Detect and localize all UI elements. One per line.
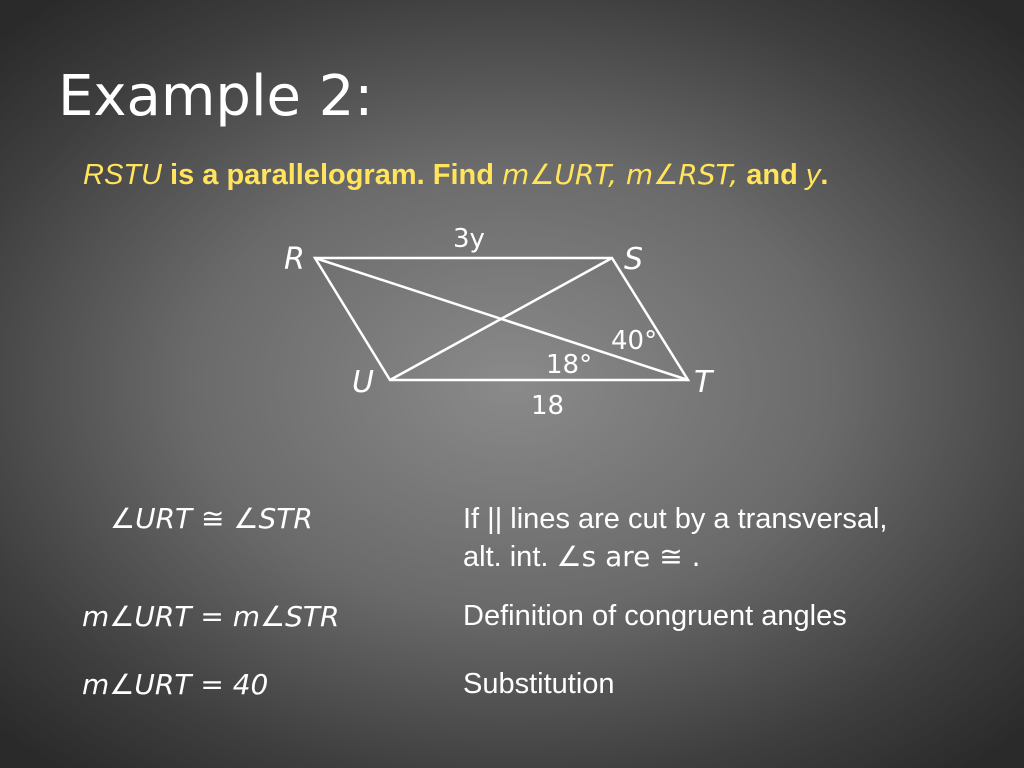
slide-title: Example 2: bbox=[58, 64, 374, 129]
problem-prompt: RSTU is a parallelogram. Find m∠URT, m∠R… bbox=[83, 158, 828, 192]
side-label-3y: 3y bbox=[453, 224, 485, 254]
proof-statement-2: m∠URT = m∠STR bbox=[82, 600, 340, 633]
proof-reason-1-line2: alt. int. ∠s are ≅ . bbox=[463, 540, 701, 574]
vertex-s-label: S bbox=[624, 242, 643, 277]
diagonal-us bbox=[389, 256, 613, 382]
prompt-end: . bbox=[820, 159, 829, 191]
prompt-and: and bbox=[738, 159, 806, 191]
proof-reason-3: Substitution bbox=[463, 668, 615, 700]
angle-label-40: 40° bbox=[611, 326, 657, 356]
vertex-u-label: U bbox=[352, 365, 374, 400]
prompt-figure-name: RSTU bbox=[83, 159, 162, 191]
angle-label-18: 18° bbox=[546, 350, 592, 380]
vertex-r-label: R bbox=[284, 242, 305, 277]
proof-reason-2: Definition of congruent angles bbox=[463, 600, 847, 632]
prompt-targets: m∠URT, m∠RST, bbox=[502, 158, 739, 191]
prompt-var: y bbox=[805, 159, 821, 191]
vertex-t-label: T bbox=[694, 365, 715, 400]
parallelogram-figure: R S T U 3y 18 40° 18° bbox=[284, 224, 715, 421]
proof-statement-1: ∠URT ≅ ∠STR bbox=[110, 502, 313, 535]
proof-reason-1-line2-a: alt. int. bbox=[463, 541, 557, 573]
proof-reason-1-line1: If || lines are cut by a transversal, bbox=[463, 503, 888, 535]
proof-reason-1-line2-b: ∠s are ≅ . bbox=[556, 540, 701, 573]
prompt-text: is a parallelogram. Find bbox=[161, 159, 502, 191]
side-label-18: 18 bbox=[531, 391, 564, 421]
proof-statement-3: m∠URT = 40 bbox=[82, 668, 269, 701]
